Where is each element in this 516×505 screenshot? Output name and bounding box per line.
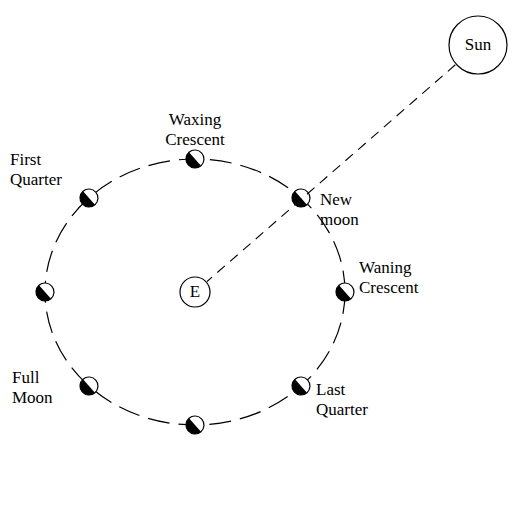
body-name: E <box>190 283 200 302</box>
phase-label: New moon <box>320 190 359 229</box>
moon-symbol <box>76 185 101 210</box>
moon-symbol <box>332 279 357 304</box>
moon-shadow <box>76 191 95 210</box>
phase-label: Waning Crescent <box>359 258 418 297</box>
moon-shadow <box>32 285 51 304</box>
moon-disc <box>332 279 357 304</box>
moon-disc <box>288 185 313 210</box>
circle-shape <box>180 277 210 307</box>
moon-symbol <box>182 412 207 437</box>
phase-label: Waxing Crescent <box>165 110 224 149</box>
moon-disc <box>182 146 207 171</box>
moon-shadow <box>288 191 307 210</box>
moon-disc <box>76 185 101 210</box>
circle-shape <box>449 16 507 74</box>
moon-symbol <box>288 373 313 398</box>
moon-shadow <box>332 285 351 304</box>
moon-orbit <box>45 159 345 425</box>
moon-shadow <box>182 152 201 171</box>
body-circle: Sun <box>448 15 508 75</box>
phase-label: Full Moon <box>12 368 53 407</box>
phase-label: Last Quarter <box>316 380 368 419</box>
moon-shadow <box>76 379 95 398</box>
body-circle: E <box>179 276 211 308</box>
moon-disc <box>182 412 207 437</box>
moon-disc <box>32 279 57 304</box>
phase-label: First Quarter <box>10 150 62 189</box>
moon-symbol <box>182 146 207 171</box>
moon-symbol <box>32 279 57 304</box>
moon-symbol <box>288 185 313 210</box>
moon-disc <box>288 373 313 398</box>
moon-shadow <box>182 418 201 437</box>
sunlight-line <box>207 65 455 282</box>
moon-shadow <box>288 379 307 398</box>
body-name: Sun <box>465 36 491 55</box>
moon-symbol <box>76 373 101 398</box>
moon-disc <box>76 373 101 398</box>
